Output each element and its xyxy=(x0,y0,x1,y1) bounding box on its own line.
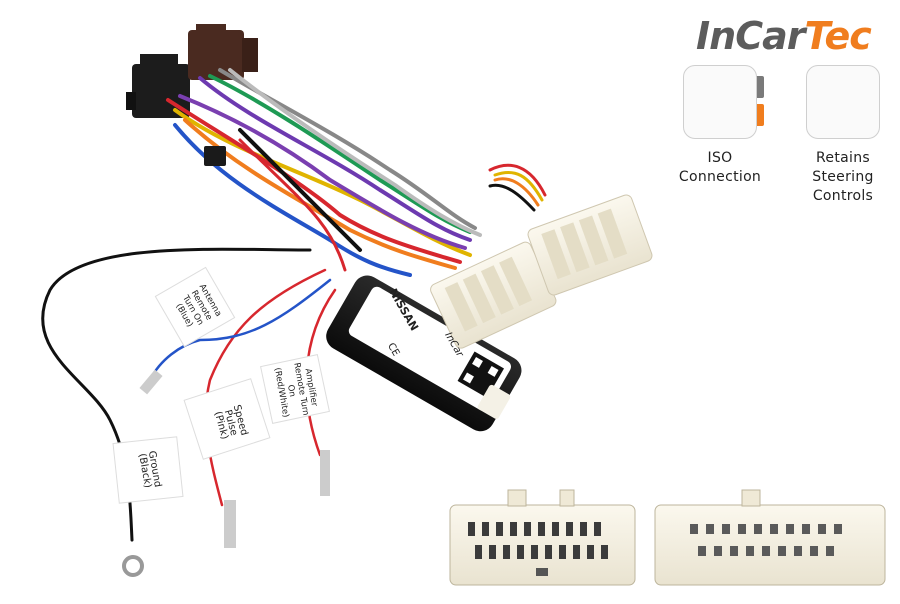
feature-icon-frame xyxy=(806,65,880,139)
feature-label: Retains Steering Controls xyxy=(788,149,898,206)
feature-label-line: Controls xyxy=(812,188,874,204)
terminal-spades xyxy=(122,369,330,577)
wire-tags xyxy=(112,266,330,504)
feature-iso-connection: ISO Connection xyxy=(665,65,775,187)
connector-face-left xyxy=(449,489,636,586)
vehicle-connector-right xyxy=(527,194,653,296)
feature-label-line: Steering xyxy=(812,169,874,185)
brand-logo-part1: InCar xyxy=(696,14,805,58)
feature-label: ISO Connection xyxy=(665,149,775,187)
small-connector xyxy=(204,146,226,166)
vehicle-connector-left xyxy=(430,241,557,349)
feature-icon-frame xyxy=(683,65,757,139)
feature-label-line: Connection xyxy=(678,169,762,185)
brand-logo-part2: Tec xyxy=(804,14,871,58)
connector-face-right xyxy=(654,489,886,586)
wire-bundle xyxy=(166,68,547,277)
feature-steering-controls: Retains Steering Controls xyxy=(788,65,898,206)
iso-connector-brown xyxy=(188,24,258,80)
brand-logo: InCarTec xyxy=(696,14,872,58)
feature-label-line: ISO xyxy=(707,150,733,166)
interface-box xyxy=(326,275,522,432)
feature-label-line: Retains xyxy=(816,150,870,166)
